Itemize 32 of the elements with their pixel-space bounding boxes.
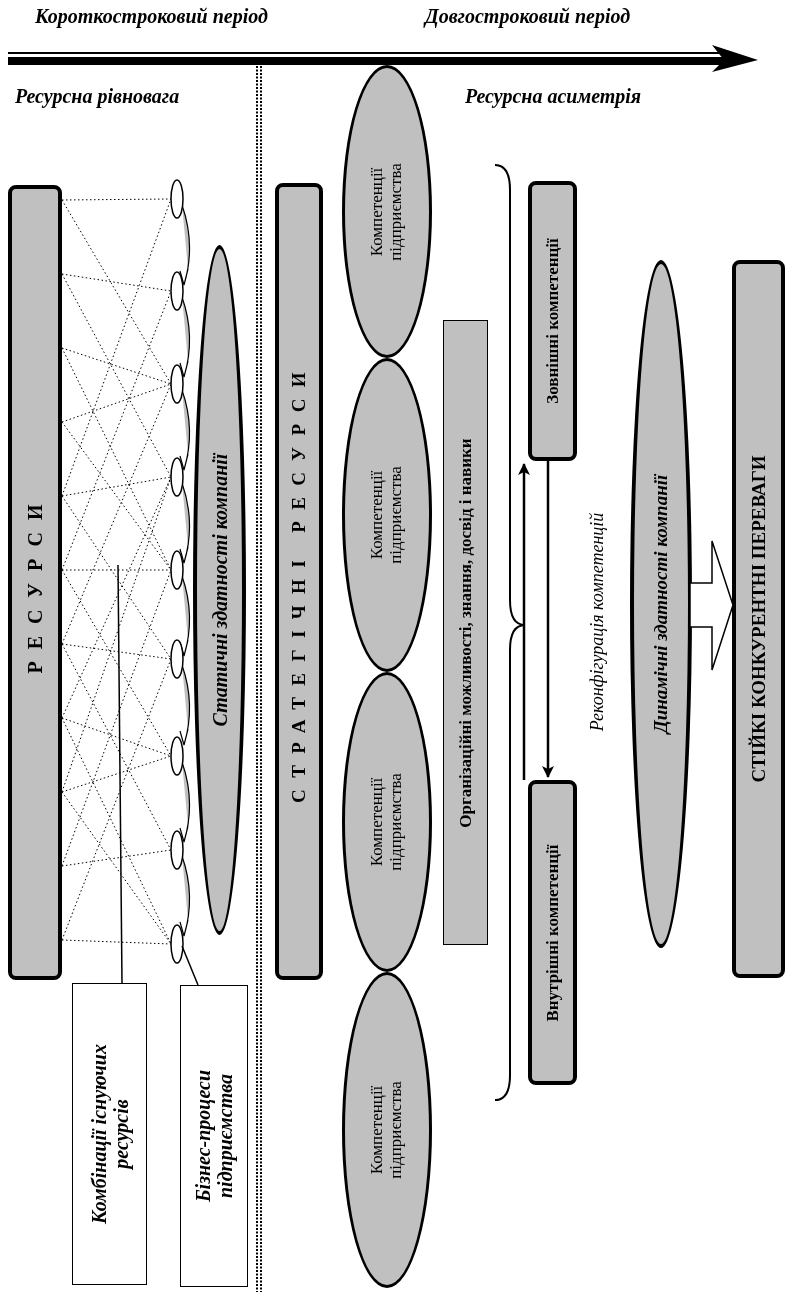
ellipse-label: Компетенції підприємства — [368, 772, 406, 873]
ellipse-label: Компетенції підприємства — [368, 465, 406, 566]
ellipse-label: Компетенції підприємства — [368, 161, 406, 263]
advantage-box — [732, 260, 785, 978]
callout-box — [180, 985, 248, 1287]
box-label: Внутрішні компетенції — [543, 843, 562, 1022]
leader-line — [117, 564, 123, 984]
box-label: СТІЙКІ КОНКУРЕНТНІ ПЕРЕВАГИ — [748, 455, 769, 783]
ellipse-label: Динамічні здатності компанії — [650, 474, 672, 734]
ellipse-label: Компетенції підприємства — [368, 1080, 406, 1181]
section-label: Довгостроковий період — [425, 6, 631, 26]
leader-line — [181, 945, 199, 986]
knowledge-box — [443, 320, 488, 945]
box-label: Організаційні можливості, знання, досвід і навики — [456, 437, 475, 828]
section-label: Короткостроковий період — [35, 6, 268, 26]
resource-bar — [8, 185, 62, 980]
callout-text: Комбінації існуючих ресурсів — [87, 1043, 132, 1226]
bar-label: РЕСУРСИ — [24, 492, 46, 673]
callout-box — [72, 983, 147, 1285]
competence-box — [528, 181, 577, 461]
competence-box — [528, 780, 577, 1085]
section-label: Ресурсна асиметрія — [465, 86, 642, 106]
section-label: Ресурсна рівновага — [15, 86, 180, 106]
box-label: Зовнішні компетенції — [543, 238, 562, 404]
callout-text: Бізнес-процеси підприємства — [192, 1068, 236, 1205]
bar-label: СТРАТЕГІЧНІ РЕСУРСИ — [288, 360, 310, 803]
arrow — [542, 461, 554, 778]
section-label: Реконфігурація компетенцій — [588, 512, 606, 732]
ellipse-label: Статичні здатності компанії — [208, 453, 231, 727]
resource-bar — [275, 183, 323, 980]
arrow — [518, 463, 530, 780]
block-arrow — [689, 540, 734, 671]
